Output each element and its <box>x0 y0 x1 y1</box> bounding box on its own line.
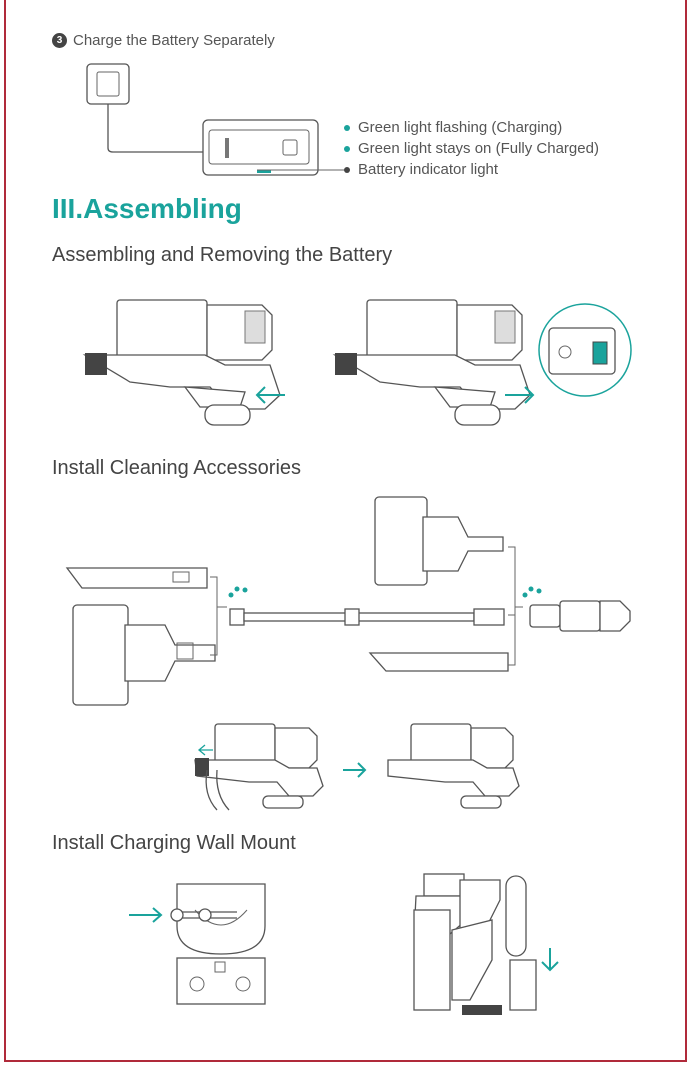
legend-item-flashing: Green light flashing (Charging) <box>344 117 599 138</box>
step-number-badge: 3 <box>52 33 67 48</box>
teal-dot-icon <box>344 125 350 131</box>
subsection-title-battery: Assembling and Removing the Battery <box>52 244 392 267</box>
legend-item-indicator: Battery indicator light <box>344 159 599 180</box>
accessories-assembly-diagram <box>65 495 645 710</box>
legend-item-fully-charged: Green light stays on (Fully Charged) <box>344 138 599 159</box>
battery-release-detail-illustration <box>535 302 635 402</box>
vacuum-remove-battery-illustration <box>335 295 545 435</box>
vacuum-insert-battery-illustration <box>85 295 295 435</box>
subsection-title-wall-mount: Install Charging Wall Mount <box>52 832 296 855</box>
teal-dot-icon <box>344 146 350 152</box>
section-title: III.Assembling <box>52 193 242 225</box>
brush-swap-illustration <box>193 720 523 820</box>
wall-mount-illustration <box>125 880 270 1008</box>
charging-legend: Green light flashing (Charging) Green li… <box>344 117 599 180</box>
step-heading: 3 Charge the Battery Separately <box>52 32 275 49</box>
subsection-title-accessories: Install Cleaning Accessories <box>52 457 301 480</box>
dark-dot-icon <box>344 167 350 173</box>
vacuum-on-wall-mount-illustration <box>410 870 570 1020</box>
step-title: Charge the Battery Separately <box>73 32 275 49</box>
indicator-leader-line <box>255 165 350 175</box>
